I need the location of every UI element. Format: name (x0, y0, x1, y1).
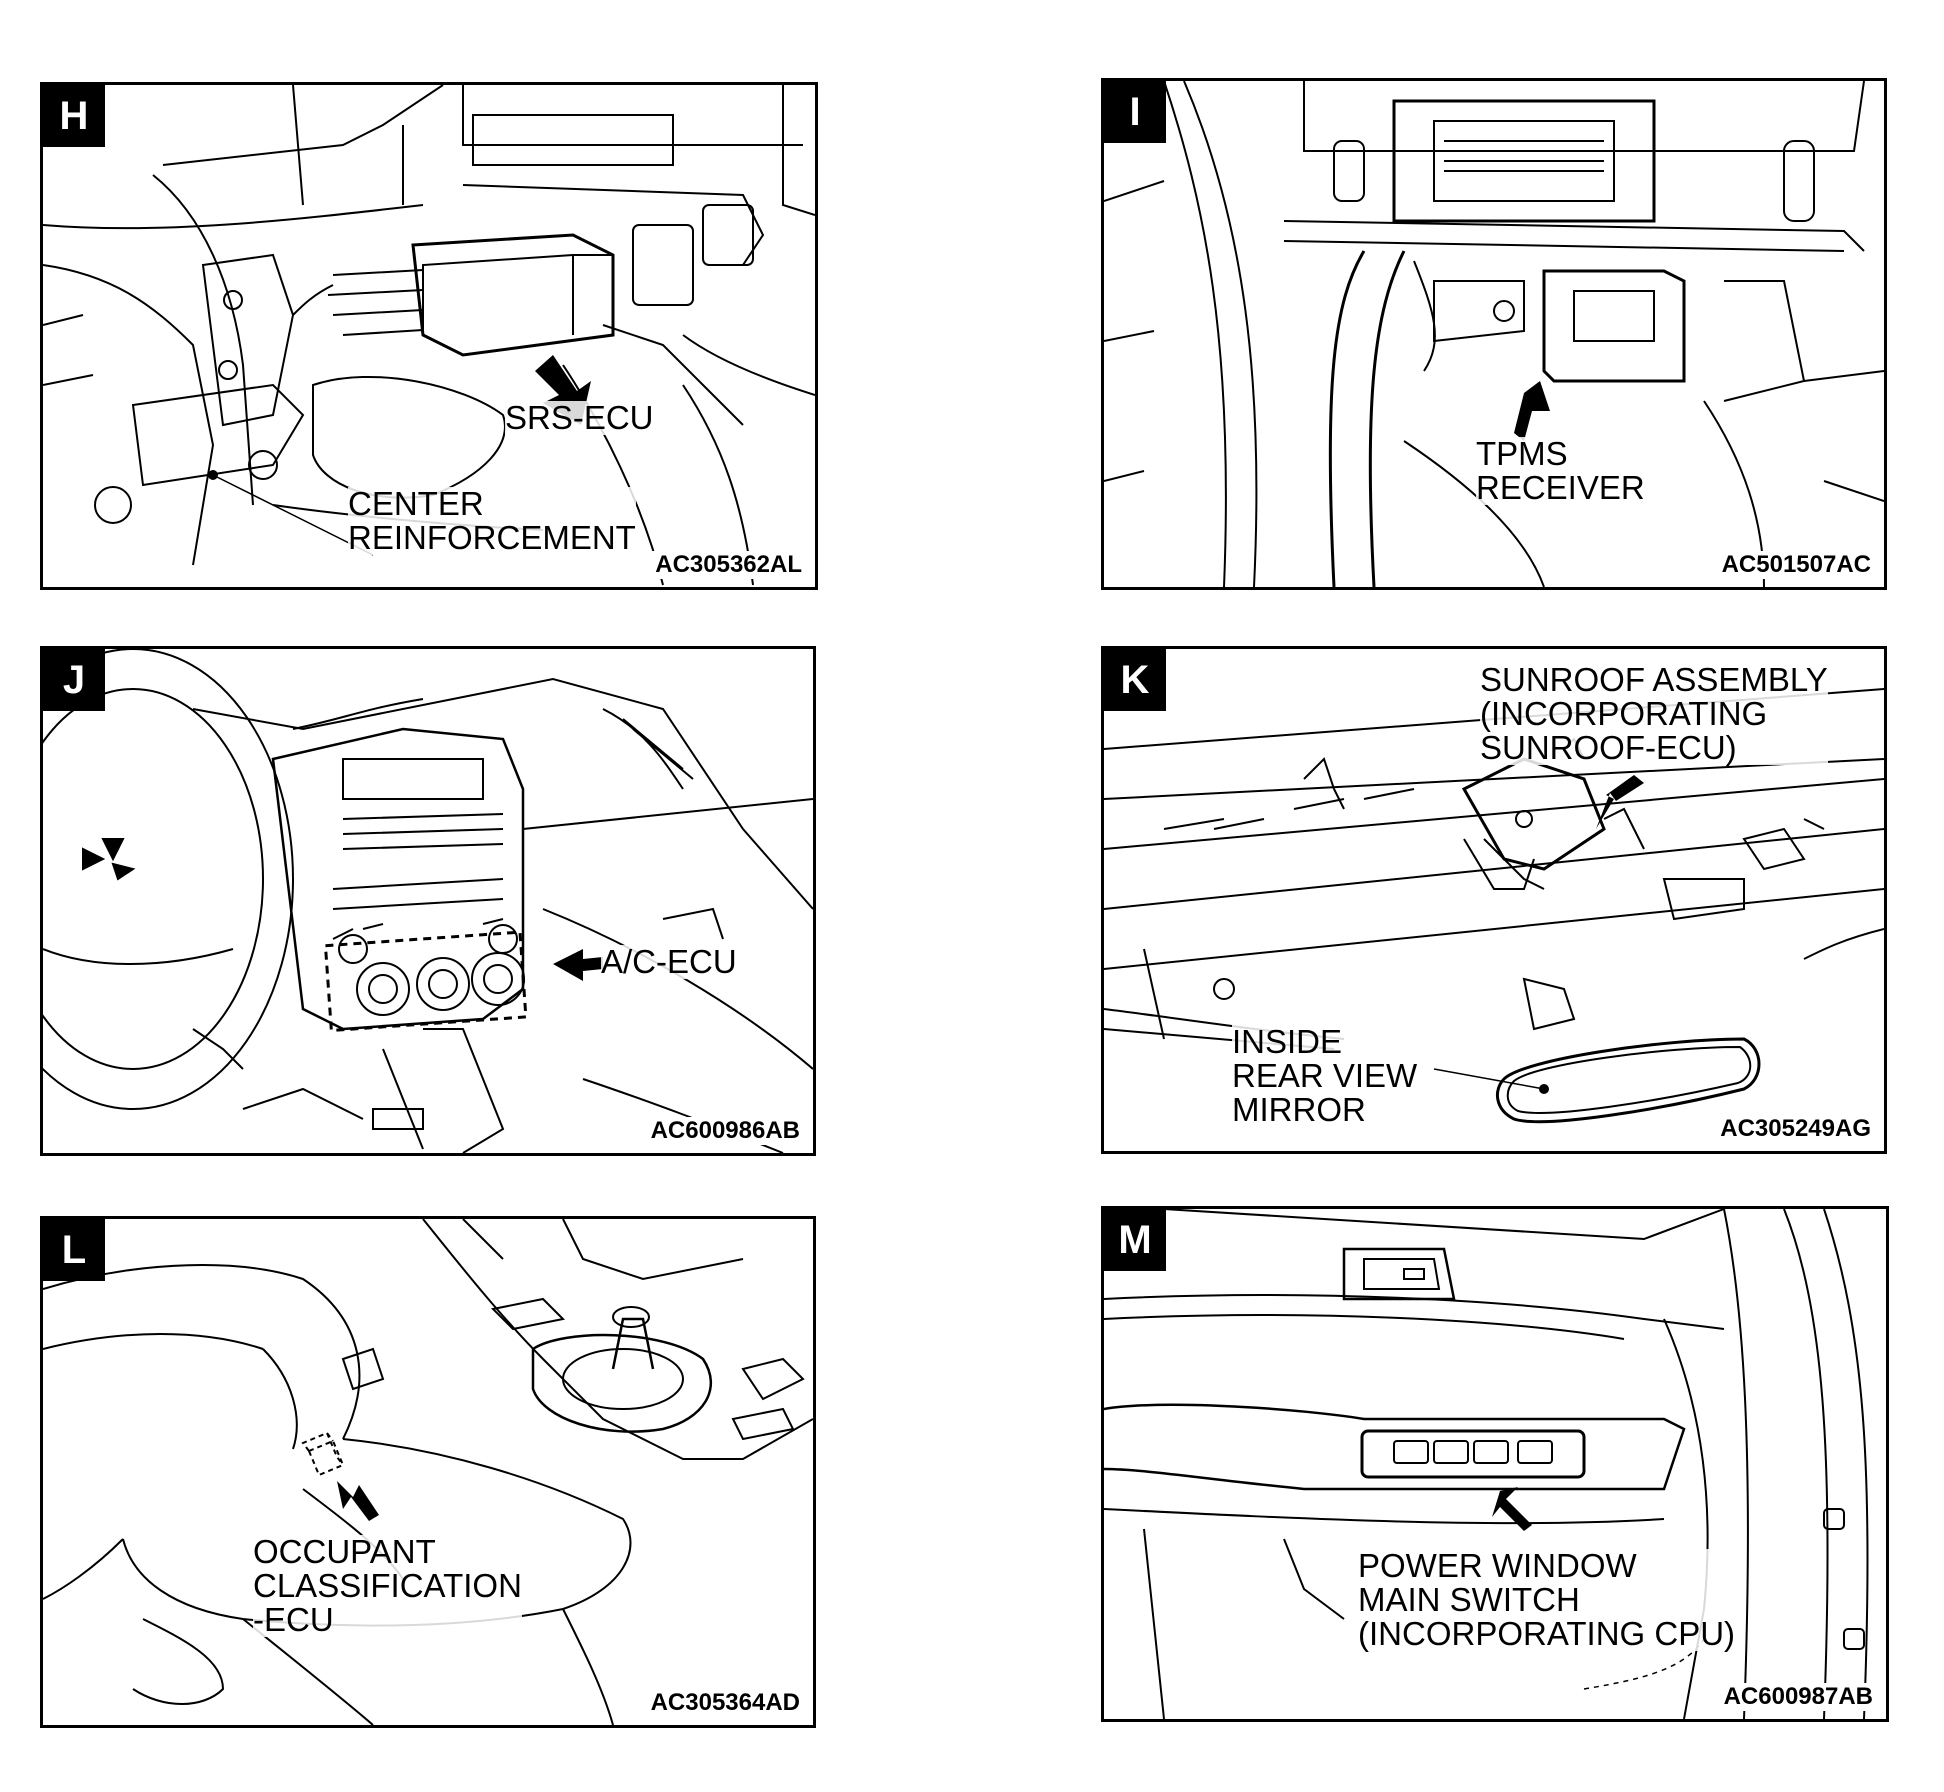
panel-k: K SUNROOF ASSEMBLY (INCORPORATING SUNROO… (1101, 646, 1887, 1154)
panel-j: J A/C-ECU AC600986AB (40, 646, 816, 1156)
panel-h: H SRS-ECU CENTER REINFORCEMENT AC305362A… (40, 82, 818, 590)
center-reinforcement-leader (213, 475, 373, 555)
panel-letter: K (1104, 649, 1166, 711)
figure-code: AC305364AD (647, 1689, 803, 1717)
tpms-receiver-illustration (1104, 81, 1884, 587)
occupant-ecu-outline (303, 1433, 343, 1475)
sunroof-assembly-label: SUNROOF ASSEMBLY (INCORPORATING SUNROOF-… (1480, 661, 1828, 766)
srs-ecu-label: SRS-ECU (505, 399, 654, 436)
occupant-ecu-arrow (337, 1481, 379, 1521)
figure-code: AC501507AC (1718, 551, 1874, 579)
center-reinforcement-label: CENTER REINFORCEMENT (348, 485, 636, 556)
ac-ecu-label: A/C-ECU (601, 943, 737, 980)
power-window-main-switch-label: POWER WINDOW MAIN SWITCH (INCORPORATING … (1358, 1547, 1736, 1652)
panel-letter: J (43, 649, 105, 711)
figure-code: AC600987AB (1720, 1683, 1876, 1711)
panel-i: I TPMS RECEIVER AC501507AC (1101, 78, 1887, 590)
mirror-leader (1434, 1069, 1544, 1089)
panel-l: L OCCUPANT CLASSIFICATION -ECU AC305364A… (40, 1216, 816, 1728)
mirror-shape (1497, 1039, 1759, 1122)
sunroof-mirror-illustration (1104, 649, 1884, 1151)
sunroof-ecu-arrow (1596, 775, 1644, 829)
panel-m: M POWER WINDOW MAIN SWITCH (INCORPORATIN… (1101, 1206, 1889, 1722)
panel-letter: I (1104, 81, 1166, 143)
ac-ecu-illustration (43, 649, 813, 1153)
figure-code: AC305362AL (652, 551, 805, 579)
tpms-receiver-label: TPMS RECEIVER (1476, 435, 1645, 506)
power-window-switch-arrow (1492, 1487, 1532, 1531)
ac-ecu-arrow (553, 949, 603, 981)
inside-rear-view-mirror-label: INSIDE REAR VIEW MIRROR (1232, 1023, 1418, 1128)
panel-letter: M (1104, 1209, 1166, 1271)
panel-letter: H (43, 85, 105, 147)
figure-code: AC305249AG (1717, 1115, 1874, 1143)
tpms-receiver-arrow (1514, 381, 1550, 441)
figure-code: AC600986AB (647, 1117, 803, 1145)
occupant-classification-ecu-label: OCCUPANT CLASSIFICATION -ECU (253, 1533, 522, 1638)
occupant-classification-ecu-illustration (43, 1219, 813, 1725)
panel-letter: L (43, 1219, 105, 1281)
